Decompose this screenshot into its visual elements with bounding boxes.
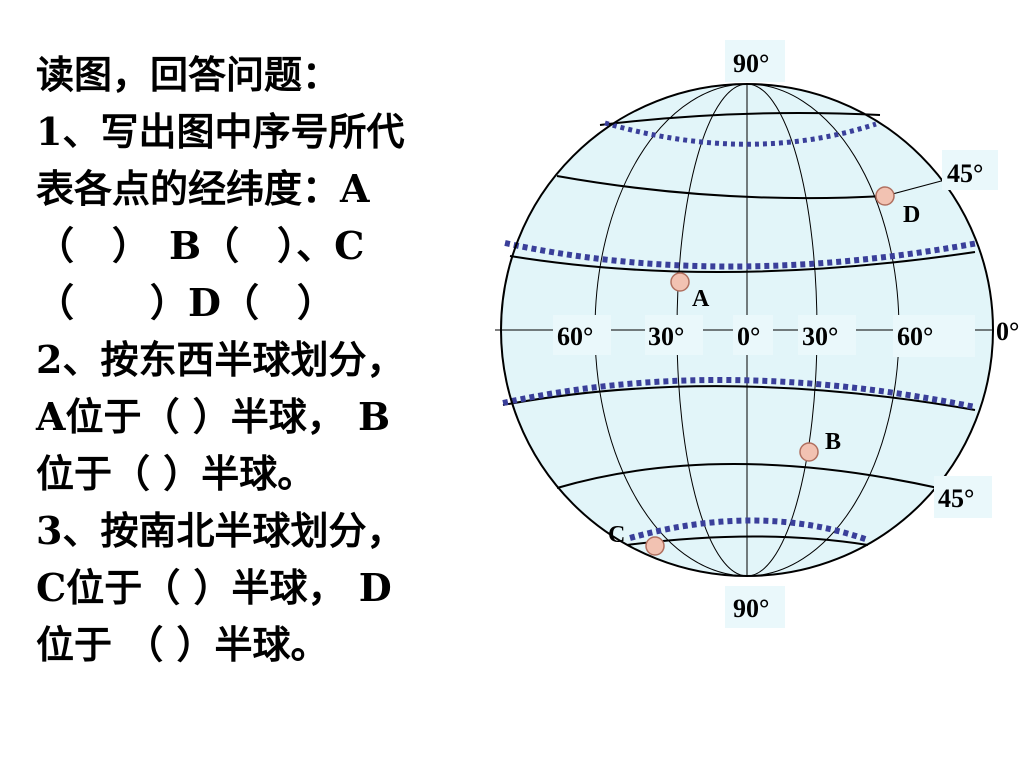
question-line-2: 1、写出图中序号所代 [36, 109, 405, 154]
question-line-3: 表各点的经纬度：A [36, 166, 370, 211]
antarctic-circle [629, 517, 869, 543]
parallel-45-north [556, 175, 886, 200]
lat-north-45-label-bg [942, 150, 998, 190]
question-line-7: A位于（ ）半球， B [36, 394, 391, 439]
point-d-marker [875, 186, 895, 206]
globe-outline [500, 83, 994, 577]
point-b-label: B [825, 429, 841, 455]
south-pole-label-bg [725, 586, 785, 628]
arctic-circle [604, 120, 877, 147]
lat-south-45-label: 45° [938, 484, 974, 513]
tropic-of-capricorn [502, 377, 976, 410]
lon-0-label: 0° [737, 322, 760, 351]
question-line-5: （ ）D（ ） [36, 280, 335, 325]
equator-label: 0° [996, 317, 1019, 346]
parallel-45-north-leader [884, 179, 946, 197]
point-c-marker [645, 536, 665, 556]
lon-0-label-bg [733, 315, 773, 355]
tropic-of-cancer [504, 240, 979, 270]
lon-60w-label-bg [553, 315, 611, 355]
south-pole-label: 90° [733, 594, 769, 623]
parallel-high-north [599, 111, 881, 126]
lon-60e-label: 60° [897, 322, 933, 351]
parallel-north-low [509, 251, 976, 274]
north-pole-label-bg [725, 40, 785, 82]
lon-30w-label: 30° [648, 322, 684, 351]
question-line-8: 位于（ ）半球。 [36, 451, 316, 496]
north-pole-label: 90° [733, 49, 769, 78]
point-c-label: C [608, 522, 625, 548]
parallel-south-low [502, 385, 976, 411]
question-line-11: 位于 （ ）半球。 [36, 622, 329, 667]
lon-60e-label-bg [893, 315, 975, 357]
lon-30e-label: 30° [802, 322, 838, 351]
question-line-10: C位于（ ）半球， D [36, 565, 392, 610]
question-line-6: 2、按东西半球划分， [36, 337, 405, 382]
point-a-label: A [692, 286, 710, 312]
lon-30e-label-bg [798, 315, 856, 355]
question-text: 读图，回答问题： 1、写出图中序号所代 表各点的经纬度：A （ ） B（ ）、C… [36, 46, 526, 673]
lat-north-45-label: 45° [947, 159, 983, 188]
question-line-1: 读图，回答问题： [36, 52, 341, 97]
point-a-marker [670, 272, 690, 292]
lat-south-45-label-bg [934, 476, 992, 518]
lon-30w-label-bg [645, 315, 703, 355]
parallel-45-south [556, 463, 939, 489]
point-b-marker [799, 442, 819, 462]
question-line-4: （ ） B（ ）、C [36, 223, 365, 268]
point-d-label: D [903, 202, 920, 228]
lon-60w-label: 60° [557, 322, 593, 351]
question-line-9: 3、按南北半球划分， [36, 508, 405, 553]
